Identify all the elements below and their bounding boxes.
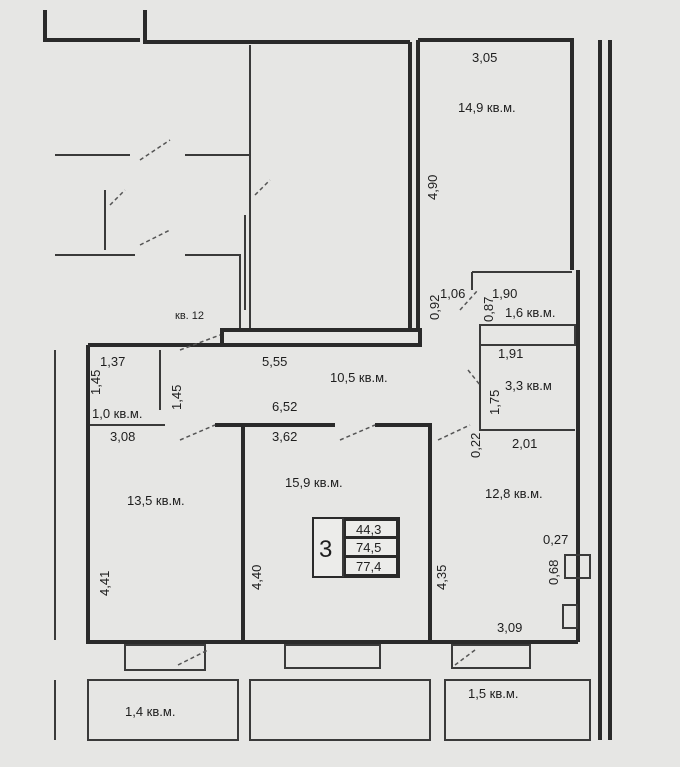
room-area-label: 12,8 кв.м. bbox=[485, 486, 543, 501]
room-area-label: 15,9 кв.м. bbox=[285, 475, 343, 490]
dimension-label: 4,41 bbox=[97, 571, 112, 596]
dimension-label: 3,08 bbox=[110, 429, 135, 444]
dimension-label: 1,75 bbox=[487, 390, 502, 415]
dimension-label: 1,37 bbox=[100, 354, 125, 369]
room-area-label: 3,3 кв.м bbox=[505, 378, 552, 393]
room-area-label: 14,9 кв.м. bbox=[458, 100, 516, 115]
dimension-label: 0,92 bbox=[427, 295, 442, 320]
dimension-label: 1,90 bbox=[492, 286, 517, 301]
room-area-label: 13,5 кв.м. bbox=[127, 493, 185, 508]
dimension-label: 4,90 bbox=[425, 175, 440, 200]
total-area-with-balconies: 77,4 bbox=[356, 559, 381, 574]
dimension-label: 4,35 bbox=[434, 565, 449, 590]
dimension-label: 1,91 bbox=[498, 346, 523, 361]
dimension-label: 1,45 bbox=[169, 385, 184, 410]
total-area: 74,5 bbox=[356, 540, 381, 555]
dimension-label: 0,22 bbox=[468, 433, 483, 458]
living-area: 44,3 bbox=[356, 522, 381, 537]
door-swings bbox=[109, 139, 481, 666]
dimension-label: 0,87 bbox=[481, 297, 496, 322]
dimension-label: 0,27 bbox=[543, 532, 568, 547]
rooms-count: 3 bbox=[319, 536, 332, 563]
balcony-area-label: 1,5 кв.м. bbox=[468, 686, 518, 701]
dimension-label: 5,55 bbox=[262, 354, 287, 369]
room-area-label: 10,5 кв.м. bbox=[330, 370, 388, 385]
room-area-label: 1,6 кв.м. bbox=[505, 305, 555, 320]
room-labels: 14,9 кв.м. 1,6 кв.м. 10,5 кв.м. 3,3 кв.м… bbox=[92, 100, 555, 719]
neighbor-apartment-label: кв. 12 bbox=[175, 310, 204, 322]
dimension-label: 2,01 bbox=[512, 436, 537, 451]
dimension-label: 3,05 bbox=[472, 50, 497, 65]
dimension-label: 4,40 bbox=[249, 565, 264, 590]
walls bbox=[43, 10, 612, 741]
dimension-labels: 3,05 4,90 1,06 0,92 0,87 1,90 5,55 1,37 … bbox=[88, 50, 568, 635]
dimension-label: 6,52 bbox=[272, 399, 297, 414]
balcony-area-label: 1,4 кв.м. bbox=[125, 704, 175, 719]
dimension-label: 0,68 bbox=[546, 560, 561, 585]
dimension-label: 1,06 bbox=[440, 286, 465, 301]
room-area-label: 1,0 кв.м. bbox=[92, 406, 142, 421]
dimension-label: 3,62 bbox=[272, 429, 297, 444]
dimension-label: 1,45 bbox=[88, 370, 103, 395]
dimension-label: 3,09 bbox=[497, 620, 522, 635]
apartment-summary-box: 3 44,3 74,5 77,4 bbox=[312, 517, 400, 578]
